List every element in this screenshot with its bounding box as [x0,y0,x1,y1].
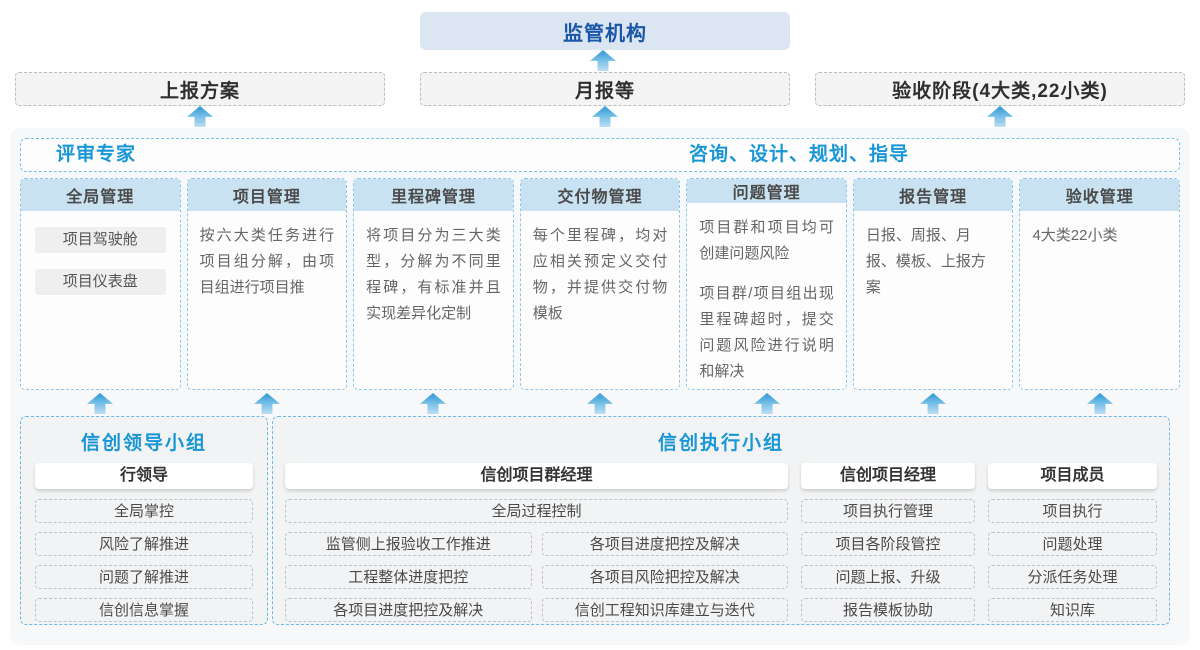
member-item: 分派任务处理 [988,565,1157,589]
pm-item-full: 全局过程控制 [285,499,788,523]
column-global-mgmt: 全局管理 项目驾驶舱 项目仪表盘 [20,178,181,390]
column-issue-mgmt: 问题管理 项目群和项目均可创建问题风险 项目群/项目组出现里程碑超时，提交问题风… [686,178,847,390]
project-manager-item: 问题上报、升级 [801,565,975,589]
consult-design-label: 咨询、设计、规划、指导 [689,144,910,165]
leader-group-body: 行领导 全局掌控 风险了解推进 问题了解推进 信创信息掌握 [21,455,267,622]
column-header: 交付物管理 [520,179,680,211]
pm-item: 信创工程知识库建立与迭代 [541,598,788,622]
role-bar-project-member: 项目成员 [988,463,1157,489]
leader-item: 风险了解推进 [35,532,253,556]
column-body: 将项目分为三大类型，分解为不同里程碑，有标准并且实现差异化定制 [366,227,501,322]
column-body: 项目驾驶舱 项目仪表盘 [21,211,180,311]
role-bar-project-manager: 信创项目经理 [801,463,975,489]
project-manager-section: 信创项目经理 项目执行管理 项目各阶段管控 问题上报、升级 报告模板协助 [801,463,975,631]
role-bar-bank-leader: 行领导 [35,463,253,489]
member-item: 项目执行 [988,499,1157,523]
leader-group-title: 信创领导小组 [80,433,207,454]
regulator-box: 监管机构 [420,12,790,50]
column-milestone-mgmt: 里程碑管理 将项目分为三大类型，分解为不同里程碑，有标准并且实现差异化定制 [353,178,514,390]
leader-item: 问题了解推进 [35,565,253,589]
program-manager-section: 信创项目群经理 全局过程控制 监管侧上报验收工作推进 各项目进度把控及解决 工程… [285,463,788,631]
column-header: 报告管理 [853,179,1013,211]
role-bar-program-manager: 信创项目群经理 [285,463,788,489]
issue-paragraph-2: 项目群/项目组出现里程碑超时，提交问题风险进行说明和解决 [699,285,834,380]
pm-item: 各项目进度把控及解决 [541,532,788,556]
column-body: 项目群和项目均可创建问题风险 项目群/项目组出现里程碑超时，提交问题风险进行说明… [687,203,846,389]
column-header: 全局管理 [21,179,180,211]
project-manager-item: 项目各阶段管控 [801,532,975,556]
column-report-mgmt: 报告管理 日报、周报、月报、模板、上报方案 [852,178,1014,390]
up-arrow-icon [590,50,616,71]
management-columns: 全局管理 项目驾驶舱 项目仪表盘 项目管理 按六大类任务进行项目组分解，由项目组… [20,178,1181,390]
leader-item: 全局掌控 [35,499,253,523]
review-experts-label: 评审专家 [56,144,137,165]
pm-item: 监管侧上报验收工作推进 [285,532,532,556]
issue-paragraph-1: 项目群和项目均可创建问题风险 [699,219,834,262]
member-item: 问题处理 [988,532,1157,556]
member-item: 知识库 [988,598,1157,622]
column-body: 日报、周报、月报、模板、上报方案 [865,227,986,296]
output-box-monthly-report: 月报等 [420,72,790,106]
leader-item: 信创信息掌握 [35,598,253,622]
pm-item: 各项目风险把控及解决 [541,565,788,589]
pm-item: 工程整体进度把控 [285,565,532,589]
column-deliverable-mgmt: 交付物管理 每个里程碑，均对应相关预定义交付物，并提供交付物模板 [519,178,681,390]
project-manager-item: 报告模板协助 [801,598,975,622]
exec-group-body: 信创项目群经理 全局过程控制 监管侧上报验收工作推进 各项目进度把控及解决 工程… [273,455,1169,631]
column-body: 4大类22小类 [1032,227,1118,244]
pill-project-cockpit: 项目驾驶舱 [35,227,166,253]
column-header: 问题管理 [687,179,846,203]
pm-item: 各项目进度把控及解决 [285,598,532,622]
column-header: 里程碑管理 [354,179,513,211]
advisor-strip: 评审专家 咨询、设计、规划、指导 [20,138,1180,172]
output-box-acceptance-stage: 验收阶段(4大类,22小类) [815,72,1185,106]
column-header: 项目管理 [187,179,347,211]
program-manager-items: 全局过程控制 监管侧上报验收工作推进 各项目进度把控及解决 工程整体进度把控 各… [285,499,788,631]
column-project-mgmt: 项目管理 按六大类任务进行项目组分解，由项目组进行项目推 [186,178,348,390]
pill-project-dashboard: 项目仪表盘 [35,269,166,295]
up-arrow-icon [592,106,618,127]
column-body: 每个里程碑，均对应相关预定义交付物，并提供交付物模板 [532,227,668,322]
column-header: 验收管理 [1020,179,1180,211]
up-arrow-icon [187,106,213,127]
exec-group-panel: 信创执行小组 信创项目群经理 全局过程控制 监管侧上报验收工作推进 各项目进度把… [272,416,1170,625]
leader-group-panel: 信创领导小组 行领导 全局掌控 风险了解推进 问题了解推进 信创信息掌握 [20,416,268,625]
output-box-report-plan: 上报方案 [15,72,385,106]
up-arrow-icon [987,106,1013,127]
exec-group-title: 信创执行小组 [657,433,784,454]
project-member-section: 项目成员 项目执行 问题处理 分派任务处理 知识库 [988,463,1157,631]
column-acceptance-mgmt: 验收管理 4大类22小类 [1019,178,1181,390]
project-manager-item: 项目执行管理 [801,499,975,523]
column-body: 按六大类任务进行项目组分解，由项目组进行项目推 [199,227,335,296]
